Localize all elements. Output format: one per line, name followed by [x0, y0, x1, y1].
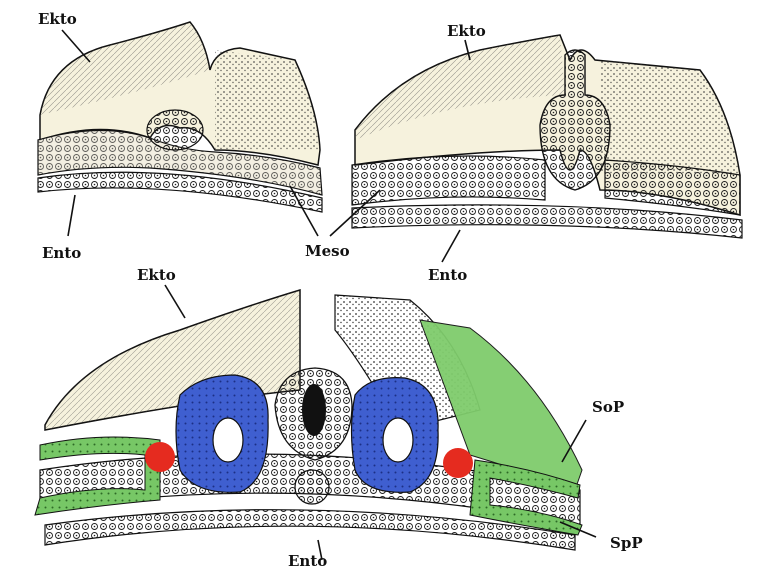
intermediate-mesoderm-left — [145, 442, 175, 472]
label-spp: SpP — [610, 534, 643, 552]
label-ento-top-right: Ento — [428, 266, 467, 284]
notochord — [295, 470, 329, 504]
bottom-embryo — [35, 290, 582, 550]
top-right-embryo — [352, 35, 742, 238]
top-right-mesoderm — [352, 156, 545, 205]
label-ekto-top-left: Ekto — [38, 10, 77, 28]
label-ekto-top-right: Ekto — [447, 22, 486, 40]
label-ento-top-left: Ento — [42, 244, 81, 262]
top-right-endoderm — [352, 205, 742, 238]
label-ento-bottom: Ento — [288, 552, 327, 570]
intermediate-mesoderm-right — [443, 448, 473, 478]
label-ekto-bottom: Ekto — [137, 266, 176, 284]
label-meso: Meso — [305, 242, 350, 260]
label-sop: SoP — [592, 398, 624, 416]
